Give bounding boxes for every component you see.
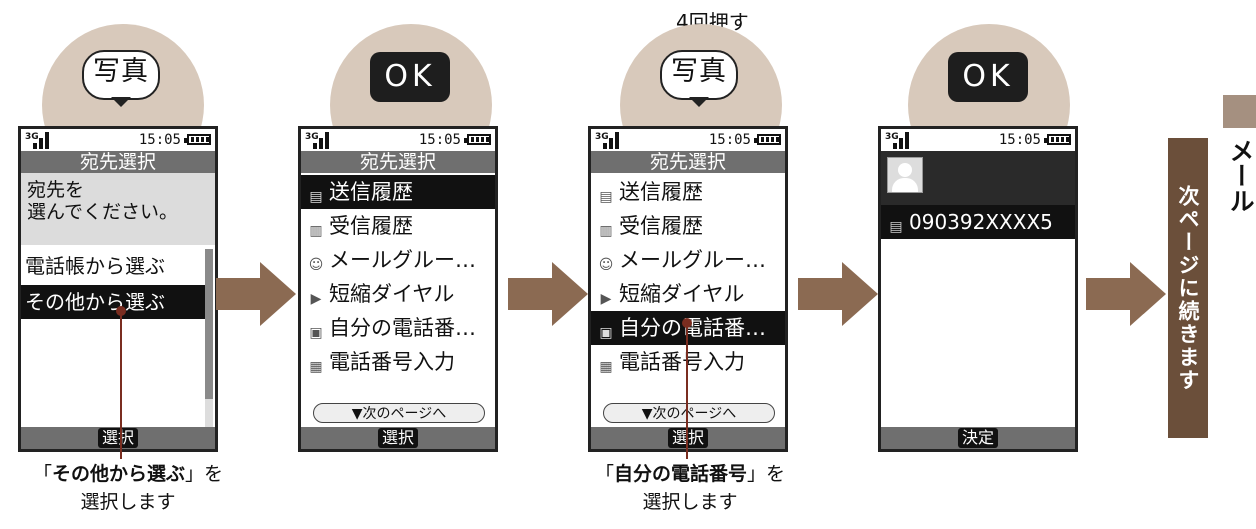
avatar-icon [887, 157, 923, 193]
clock: 15:05 [138, 132, 181, 148]
status-bar: 3G 15:05 [881, 129, 1075, 151]
number-input-icon: ▦ [599, 359, 613, 375]
photo-key[interactable]: 写真 [82, 50, 160, 107]
phone-screen-1: 3G 15:05 宛先選択 宛先を 選んでください。 電話帳から選ぶ その他から… [18, 126, 218, 452]
menu-item-received-history[interactable]: ▥受信履歴 [301, 209, 495, 243]
network-icon: 3G [595, 132, 609, 142]
clock: 15:05 [708, 132, 751, 148]
photo-key[interactable]: 写真 [660, 50, 738, 107]
menu-item-number-input[interactable]: ▦電話番号入力 [591, 345, 785, 379]
confirm-softkey[interactable]: 決定 [957, 428, 999, 448]
softkey-bar: 選択 [301, 427, 495, 449]
signal-icon [33, 131, 53, 149]
battery-icon [184, 134, 211, 145]
down-arrow-icon [111, 97, 131, 107]
battery-icon [754, 134, 781, 145]
next-page-button[interactable]: ▼次のページへ [313, 403, 485, 423]
status-bar: 3G 15:05 [301, 129, 495, 151]
menu-item-sent-history[interactable]: ▤送信履歴 [591, 175, 785, 209]
screen-title: 宛先選択 [301, 151, 495, 173]
own-number-icon: ▣ [309, 325, 323, 341]
sent-history-icon: ▤ [599, 189, 613, 205]
option-phonebook[interactable]: 電話帳から選ぶ [25, 254, 165, 278]
next-page-button[interactable]: ▼次のページへ [603, 403, 775, 423]
received-history-icon: ▥ [309, 223, 323, 239]
continued-next-page-tab: 次ページに続きます [1168, 138, 1208, 438]
select-softkey[interactable]: 選択 [97, 428, 139, 448]
menu-item-speed-dial[interactable]: ▶短縮ダイヤル [591, 277, 785, 311]
screen-title: 宛先選択 [591, 151, 785, 173]
speed-dial-icon: ▶ [600, 291, 612, 307]
menu-item-own-number[interactable]: ▣自分の電話番… [301, 311, 495, 345]
menu-item-own-number[interactable]: ▣自分の電話番… [591, 311, 785, 345]
ok-key[interactable]: OK [370, 52, 450, 102]
caption-step3: 「自分の電話番号」を 選択します [594, 463, 786, 513]
softkey-bar: 決定 [881, 427, 1075, 449]
chapter-tab-marker [1223, 95, 1256, 128]
own-number-row[interactable]: ▤090392XXXX5 [881, 205, 1075, 239]
signal-icon [603, 131, 623, 149]
caption-step1: 「その他から選ぶ」を 選択します [32, 463, 224, 513]
phone-screen-4: 3G 15:05 ▤090392XXXX5 決定 [878, 126, 1078, 452]
battery-icon [1044, 134, 1071, 145]
group-icon: ☺ [308, 257, 324, 273]
menu-item-received-history[interactable]: ▥受信履歴 [591, 209, 785, 243]
chapter-label: メール [1226, 138, 1255, 213]
menu-item-number-input[interactable]: ▦電話番号入力 [301, 345, 495, 379]
select-softkey[interactable]: 選択 [667, 428, 709, 448]
signal-icon [313, 131, 333, 149]
menu-item-mail-group[interactable]: ☺メールグルー… [308, 248, 476, 273]
battery-icon [464, 134, 491, 145]
menu-item-sent-history[interactable]: ▤送信履歴 [301, 175, 495, 209]
ok-key[interactable]: OK [948, 52, 1028, 102]
pointer-line [120, 311, 122, 459]
network-icon: 3G [25, 132, 39, 142]
screen-title: 宛先選択 [21, 151, 215, 173]
speed-dial-icon: ▶ [310, 291, 322, 307]
next-arrow [1086, 262, 1166, 326]
contact-header [881, 151, 1075, 205]
received-history-icon: ▥ [599, 223, 613, 239]
clock: 15:05 [998, 132, 1041, 148]
option-other[interactable]: その他から選ぶ [21, 285, 207, 319]
select-softkey[interactable]: 選択 [377, 428, 419, 448]
prompt-text: 宛先を 選んでください。 [21, 173, 215, 245]
next-arrow [508, 262, 588, 326]
own-number-icon: ▣ [599, 325, 613, 341]
network-icon: 3G [305, 132, 319, 142]
menu-item-mail-group[interactable]: ☺メールグルー… [598, 248, 766, 273]
softkey-bar: 選択 [21, 427, 215, 449]
phone-screen-2: 3G 15:05 宛先選択 ▤送信履歴 ▥受信履歴 ☺メールグルー… ▶短縮ダイ… [298, 126, 498, 452]
clock: 15:05 [418, 132, 461, 148]
photo-key-label: 写真 [93, 56, 149, 87]
status-bar: 3G 15:05 [21, 129, 215, 151]
menu-item-speed-dial[interactable]: ▶短縮ダイヤル [301, 277, 495, 311]
sent-history-icon: ▤ [309, 189, 323, 205]
next-arrow [798, 262, 878, 326]
phone-icon: ▤ [889, 219, 903, 235]
network-icon: 3G [885, 132, 899, 142]
group-icon: ☺ [598, 257, 614, 273]
down-arrow-icon [689, 97, 709, 107]
softkey-bar: 選択 [591, 427, 785, 449]
photo-key-label: 写真 [671, 56, 727, 87]
pointer-line [686, 323, 688, 459]
status-bar: 3G 15:05 [591, 129, 785, 151]
scrollbar[interactable] [205, 249, 213, 427]
signal-icon [893, 131, 913, 149]
next-arrow [216, 262, 296, 326]
number-input-icon: ▦ [309, 359, 323, 375]
phone-screen-3: 3G 15:05 宛先選択 ▤送信履歴 ▥受信履歴 ☺メールグルー… ▶短縮ダイ… [588, 126, 788, 452]
